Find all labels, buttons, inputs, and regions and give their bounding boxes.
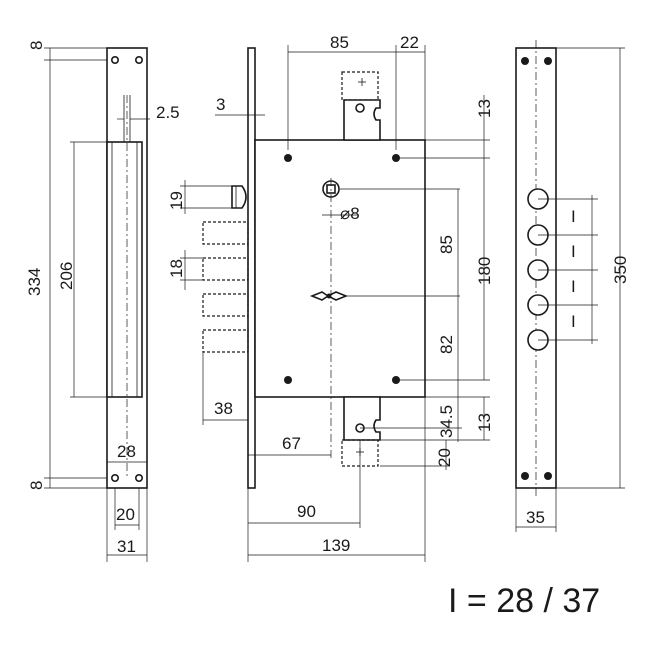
top-cam: [343, 99, 381, 141]
front-dim-13-bottom: 13: [475, 413, 494, 432]
front-dim-82: 82: [437, 335, 456, 354]
latch-bolt: [231, 185, 247, 209]
left-side-view: 8 334 206 2.5 8 28 20 31: [25, 41, 180, 562]
front-dim-85-vert: 85: [437, 235, 456, 254]
left-lock-body: [106, 141, 143, 398]
front-dim-18: 18: [167, 259, 186, 278]
bottom-cam: [343, 396, 381, 441]
front-view: 85 22 3 19 18 38 67 90 139: [167, 33, 494, 562]
front-dim-19: 19: [167, 191, 186, 210]
front-dim-90: 90: [297, 502, 316, 521]
strike-marker-1: I: [571, 207, 576, 226]
strike-marker-4: I: [571, 312, 576, 331]
front-dim-dia-8: ⌀8: [340, 204, 360, 223]
left-dim-2-5: 2.5: [156, 103, 180, 122]
strike-marker-2: I: [571, 242, 576, 261]
front-dim-3: 3: [216, 95, 225, 114]
right-strike-view: I I I I 350 35: [515, 40, 630, 532]
left-dim-8-bottom: 8: [27, 481, 46, 490]
left-dim-206: 206: [57, 262, 76, 290]
left-dim-334: 334: [25, 268, 44, 296]
front-dim-38: 38: [214, 399, 233, 418]
left-dim-31: 31: [117, 537, 136, 556]
left-dim-20: 20: [116, 505, 135, 524]
front-dim-180: 180: [475, 257, 494, 285]
front-dim-13-top: 13: [475, 99, 494, 118]
front-dim-34-5: 34.5: [437, 405, 456, 438]
right-dim-35: 35: [526, 508, 545, 527]
strike-marker-3: I: [571, 277, 576, 296]
front-dim-139: 139: [322, 536, 350, 555]
front-dim-67: 67: [282, 434, 301, 453]
lock-case: [254, 139, 426, 398]
front-plate-strip: [247, 47, 256, 489]
right-dim-350: 350: [611, 256, 630, 284]
left-dim-8-top: 8: [27, 41, 46, 50]
front-dim-20: 20: [435, 448, 454, 467]
front-dim-22: 22: [400, 33, 419, 52]
note-i-equals: I = 28 / 37: [448, 582, 600, 620]
left-dim-28: 28: [117, 442, 136, 461]
front-dim-85-top: 85: [330, 33, 349, 52]
